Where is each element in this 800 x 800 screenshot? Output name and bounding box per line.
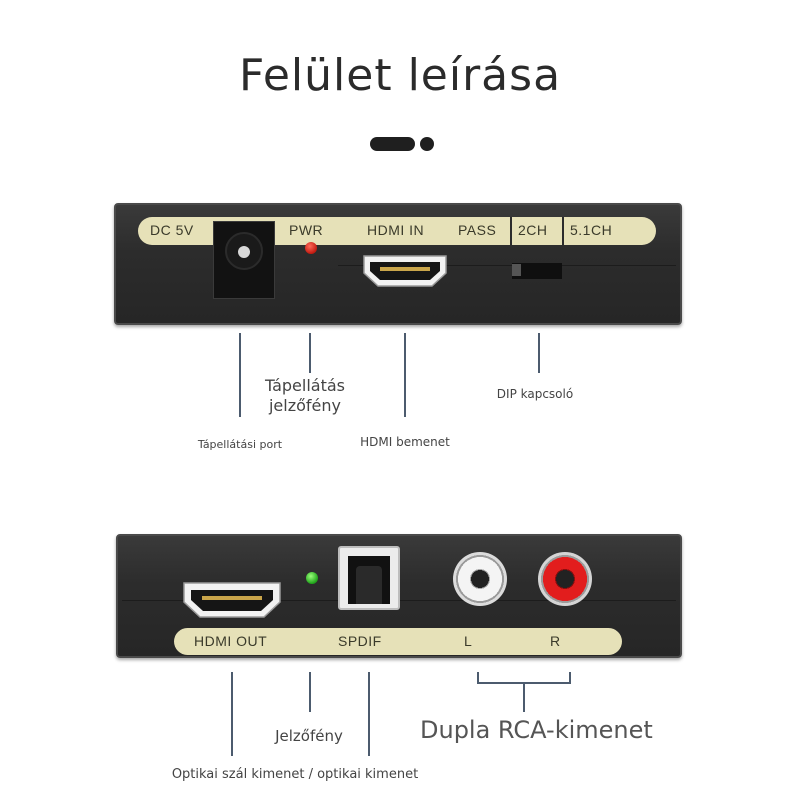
rca-jack-r-icon[interactable] (538, 552, 592, 606)
callout-indicator: Jelzőfény (275, 727, 343, 745)
callout-line-indicator (309, 672, 311, 712)
dc-jack-icon[interactable] (213, 221, 275, 299)
callout-power-port: Tápellátási port (197, 438, 283, 451)
callout-line-power-port (239, 333, 241, 417)
rca-jack-l-icon[interactable] (453, 552, 507, 606)
hdmi-out-port-icon[interactable] (180, 580, 284, 620)
label-separator (510, 217, 512, 245)
label-r: R (550, 633, 561, 649)
indicator-led-icon (306, 572, 318, 584)
callout-line-power-led (309, 333, 311, 373)
callout-line-hdmi-out (231, 672, 233, 756)
callout-power-led: Tápellátás jelzőfény (250, 376, 360, 416)
callout-line-hdmi-in (404, 333, 406, 417)
dip-switch-icon[interactable] (512, 263, 562, 279)
top-device-panel: DC 5V PWR HDMI IN PASS 2CH 5.1CH (114, 203, 682, 325)
label-l: L (464, 633, 473, 649)
label-pass: PASS (458, 222, 497, 238)
label-spdif: SPDIF (338, 633, 382, 649)
bottom-label-bar: HDMI OUT SPDIF L R (174, 628, 622, 655)
label-separator (562, 217, 564, 245)
optical-port-icon[interactable] (338, 546, 400, 610)
label-2ch: 2CH (518, 222, 548, 238)
callout-bracket-rca (477, 672, 571, 684)
callout-line-spdif (368, 672, 370, 756)
page-title: Felület leírása (238, 50, 562, 101)
label-dc5v: DC 5V (150, 222, 194, 238)
hdmi-in-port-icon[interactable] (360, 253, 450, 289)
callout-line-rca (523, 684, 525, 712)
label-pwr: PWR (289, 222, 324, 238)
label-5-1ch: 5.1CH (570, 222, 613, 238)
callout-dip-switch: DIP kapcsoló (496, 387, 574, 401)
label-hdmi-out: HDMI OUT (194, 633, 268, 649)
decorative-dot (420, 137, 434, 151)
callout-line-dip (538, 333, 540, 373)
callout-power-led-line2: jelzőfény (268, 396, 341, 415)
decorative-pill (370, 137, 415, 151)
power-led-icon (305, 242, 317, 254)
callout-hdmi-input: HDMI bemenet (360, 435, 450, 449)
callout-optical-output: Optikai szál kimenet / optikai kimenet (171, 767, 419, 782)
bottom-device-panel: HDMI OUT SPDIF L R (116, 534, 682, 658)
callout-dual-rca: Dupla RCA-kimenet (420, 716, 653, 744)
label-hdmi-in: HDMI IN (367, 222, 425, 238)
callout-power-led-line1: Tápellátás (264, 376, 346, 395)
